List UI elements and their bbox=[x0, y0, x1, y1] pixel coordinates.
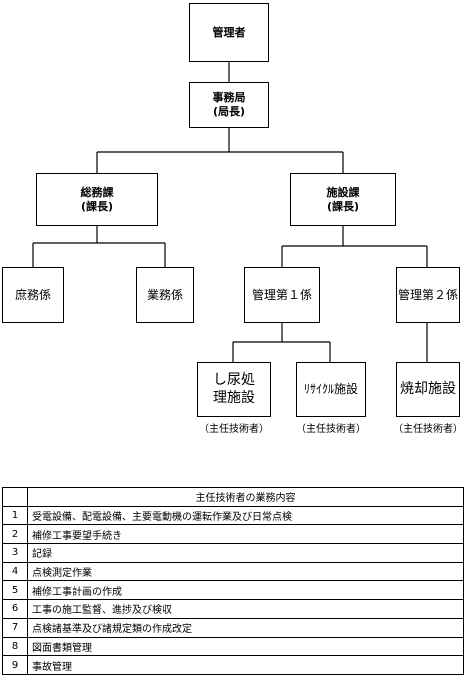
table-header-blank bbox=[2, 487, 28, 507]
sewage-facility-line1: し尿処 bbox=[213, 372, 255, 388]
table-header-title: 主任技術者の業務内容 bbox=[27, 487, 464, 507]
row-number: 2 bbox=[2, 524, 28, 545]
recycle-facility-label: ﾘｻｲｸﾙ施設 bbox=[303, 382, 358, 396]
business-section-box: 業務係 bbox=[136, 267, 194, 323]
clerical-section-box: 庶務係 bbox=[2, 267, 64, 323]
table-row: 2 補修工事要望手続き bbox=[2, 524, 464, 545]
table-row: 9 事故管理 bbox=[2, 655, 464, 675]
row-text: 図面書類管理 bbox=[27, 636, 464, 657]
recycle-facility-box: ﾘｻｲｸﾙ施設 bbox=[296, 362, 366, 417]
row-text: 点検諸基準及び諸規定類の作成改定 bbox=[27, 617, 464, 638]
table-row: 4 点検測定作業 bbox=[2, 561, 464, 582]
general-affairs-box: 総務課 (課長) bbox=[36, 173, 158, 226]
row-text: 補修工事計画の作成 bbox=[27, 580, 464, 601]
row-text: 事故管理 bbox=[27, 655, 464, 675]
sewage-facility-line2: 理施設 bbox=[213, 389, 255, 406]
table-row: 8 図面書類管理 bbox=[2, 636, 464, 657]
row-number: 3 bbox=[2, 543, 28, 563]
facilities-role: (課長) bbox=[326, 199, 360, 213]
management1-section-box: 管理第１係 bbox=[244, 267, 320, 323]
general-affairs-title: 総務課 bbox=[80, 185, 114, 199]
clerical-section-label: 庶務係 bbox=[14, 287, 51, 302]
sewage-facility-box: し尿処 理施設 bbox=[197, 362, 271, 417]
table-row: 3 記録 bbox=[2, 543, 464, 563]
row-number: 1 bbox=[2, 505, 28, 526]
row-text: 補修工事要望手続き bbox=[27, 524, 464, 545]
row-text: 点検測定作業 bbox=[27, 561, 464, 582]
office-title: 事務局 bbox=[212, 91, 246, 105]
row-number: 5 bbox=[2, 580, 28, 601]
business-section-label: 業務係 bbox=[146, 287, 183, 302]
row-text: 工事の施工監督、進捗及び検収 bbox=[27, 599, 464, 619]
office-role: (局長) bbox=[212, 105, 246, 118]
facilities-title: 施設課 bbox=[326, 185, 360, 199]
duties-table: 主任技術者の業務内容 1 受電設備、配電設備、主要電動機の運転作業及び日常点検 … bbox=[2, 487, 464, 675]
row-number: 4 bbox=[2, 561, 28, 582]
row-number: 8 bbox=[2, 636, 28, 657]
row-text: 記録 bbox=[27, 543, 464, 563]
office-box: 事務局 (局長) bbox=[189, 82, 269, 128]
table-row: 6 工事の施工監督、進捗及び検収 bbox=[2, 599, 464, 619]
table-header-row: 主任技術者の業務内容 bbox=[2, 487, 464, 507]
row-number: 7 bbox=[2, 617, 28, 638]
row-text: 受電設備、配電設備、主要電動機の運転作業及び日常点検 bbox=[27, 505, 464, 526]
manager-label: 管理者 bbox=[212, 25, 246, 39]
table-row: 1 受電設備、配電設備、主要電動機の運転作業及び日常点検 bbox=[2, 505, 464, 526]
table-row: 7 点検諸基準及び諸規定類の作成改定 bbox=[2, 617, 464, 638]
facilities-box: 施設課 (課長) bbox=[290, 173, 396, 226]
sewage-chief-label: （主任技術者） bbox=[199, 424, 269, 435]
management2-section-box: 管理第２係 bbox=[396, 267, 460, 323]
management2-section-label: 管理第２係 bbox=[397, 287, 458, 302]
incinerator-facility-box: 焼却施設 bbox=[396, 362, 460, 417]
general-affairs-role: (課長) bbox=[80, 199, 114, 213]
recycle-chief-label: （主任技術者） bbox=[296, 424, 366, 435]
row-number: 9 bbox=[2, 655, 28, 675]
row-number: 6 bbox=[2, 599, 28, 619]
incinerator-facility-label: 焼却施設 bbox=[400, 380, 456, 397]
table-row: 5 補修工事計画の作成 bbox=[2, 580, 464, 601]
incinerator-chief-label: （主任技術者） bbox=[393, 424, 463, 435]
management1-section-label: 管理第１係 bbox=[251, 287, 312, 302]
manager-box: 管理者 bbox=[189, 3, 269, 62]
